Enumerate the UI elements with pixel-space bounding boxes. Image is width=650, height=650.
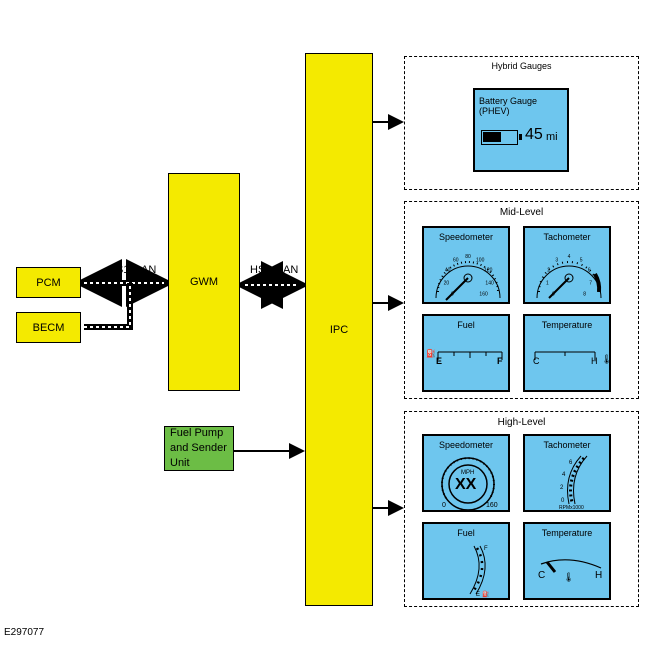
pcm-module: PCM (16, 267, 81, 298)
high-level-group: High-Level Speedometer MPH XX 0 160 Tach… (404, 411, 639, 607)
mid-fuel-f-label: F (497, 356, 503, 366)
high-rpm-label: RPMx1000 (559, 505, 584, 511)
high-speedometer-title: Speedometer (438, 440, 494, 450)
mid-speedometer-tick-label: 160 (479, 292, 488, 298)
high-fuel-f-label: F (484, 546, 488, 552)
mid-tachometer-tick-label: 2 (547, 268, 550, 274)
high-temp-c-label: C (538, 570, 546, 581)
hs3-can-label: HS3-CAN (250, 264, 299, 276)
range-value: 45 (525, 126, 543, 143)
mid-fuel-scale (437, 351, 503, 360)
mid-temp-c-label: C (533, 356, 540, 366)
mid-tachometer-tick-label: 8 (583, 292, 586, 298)
mid-level-title: Mid-Level (499, 207, 544, 218)
mid-tachometer-tick-label: 7 (589, 280, 592, 286)
high-tachometer-panel: Tachometer RPMx1000 0 2 4 6 (523, 434, 611, 512)
mid-tachometer-dial: 01 23 4 56 78 (536, 254, 602, 299)
mid-tachometer-title: Tachometer (543, 232, 591, 242)
high-rpm-tick-0: 0 (561, 498, 565, 504)
high-fuel-pump-icon: ⛽ (482, 592, 490, 598)
mid-speedometer-title: Speedometer (438, 232, 494, 242)
high-fuel-title: Fuel (457, 528, 475, 538)
fuel-pump-module: Fuel Pump and Sender Unit (164, 426, 234, 471)
high-tachometer-title: Tachometer (543, 440, 591, 450)
mid-speedometer-tick-label: 80 (465, 254, 471, 260)
mid-tachometer-tick-label: 3 (555, 258, 558, 264)
mid-fuel-panel: Fuel ⛽ E F (422, 314, 510, 392)
high-rpm-tick-2: 2 (560, 485, 564, 491)
mid-tachometer-tick-label: 4 (568, 254, 571, 260)
mid-speedometer-tick-label: 60 (453, 258, 459, 264)
mid-tachometer-tick-label: 6 (588, 268, 591, 274)
mid-temperature-panel: Temperature C H 🌡 (523, 314, 613, 392)
high-coolant-icon: 🌡 (563, 572, 575, 582)
mid-speedometer-tick-label: 120 (484, 268, 493, 274)
high-speedometer-panel: Speedometer MPH XX 0 160 (422, 434, 510, 512)
becm-link (84, 283, 133, 330)
high-level-title: High-Level (497, 417, 546, 428)
mid-temp-h-label: H (591, 356, 598, 366)
hs1-can-label: HS1-CAN (108, 264, 157, 276)
gwm-module: GWM (168, 173, 240, 391)
mid-fuel-e-label: E (436, 356, 443, 366)
mid-tachometer-tick-label: 0 (552, 292, 555, 298)
high-fuel-panel: Fuel F E ⛽ (422, 522, 510, 600)
high-fuel-e-label: E (476, 592, 481, 598)
high-temperature-title: Temperature (541, 528, 593, 538)
high-rpm-tick-6: 6 (569, 460, 573, 466)
battery-gauge-panel: Battery Gauge (PHEV) 45 mi (473, 88, 569, 172)
high-speed-value: XX (455, 476, 477, 493)
range-unit: mi (546, 131, 558, 143)
high-temp-h-label: H (595, 570, 603, 581)
mid-coolant-icon: 🌡 (601, 354, 613, 364)
high-mph-label: MPH (461, 470, 475, 476)
mid-speedometer-tick-label: 0 (451, 292, 454, 298)
becm-module: BECM (16, 312, 81, 343)
mid-tachometer-tick-label: 5 (580, 258, 583, 264)
high-temperature-arc (540, 559, 602, 573)
mid-temperature-scale (534, 351, 596, 360)
mid-speedometer-tick-label: 20 (444, 280, 450, 286)
mid-fuel-pump-icon: ⛽ (426, 349, 436, 358)
high-speedometer-dial (441, 457, 495, 511)
mid-speedometer-tick-label: 100 (476, 258, 485, 264)
mid-temperature-title: Temperature (541, 320, 593, 330)
high-speed-max: 160 (486, 502, 498, 509)
mid-speedometer-tick-label: 140 (485, 280, 494, 286)
figure-id: E297077 (4, 627, 45, 638)
battery-icon (481, 130, 522, 145)
hybrid-gauges-group: Hybrid Gauges Battery Gauge (PHEV) 45 mi (404, 56, 639, 190)
high-rpm-tick-4: 4 (562, 472, 566, 478)
battery-gauge-title: Battery Gauge (PHEV) (479, 96, 538, 116)
mid-fuel-title: Fuel (457, 320, 475, 330)
high-speed-min: 0 (442, 502, 446, 509)
high-tachometer-arc (567, 455, 588, 505)
mid-speedometer-tick-label: 40 (445, 268, 451, 274)
hybrid-gauges-title: Hybrid Gauges (491, 61, 552, 71)
mid-tachometer-tick-label: 1 (546, 280, 549, 286)
high-fuel-arc (469, 545, 486, 595)
ipc-module: IPC (305, 53, 373, 606)
high-temperature-panel: Temperature C H 🌡 (523, 522, 611, 600)
